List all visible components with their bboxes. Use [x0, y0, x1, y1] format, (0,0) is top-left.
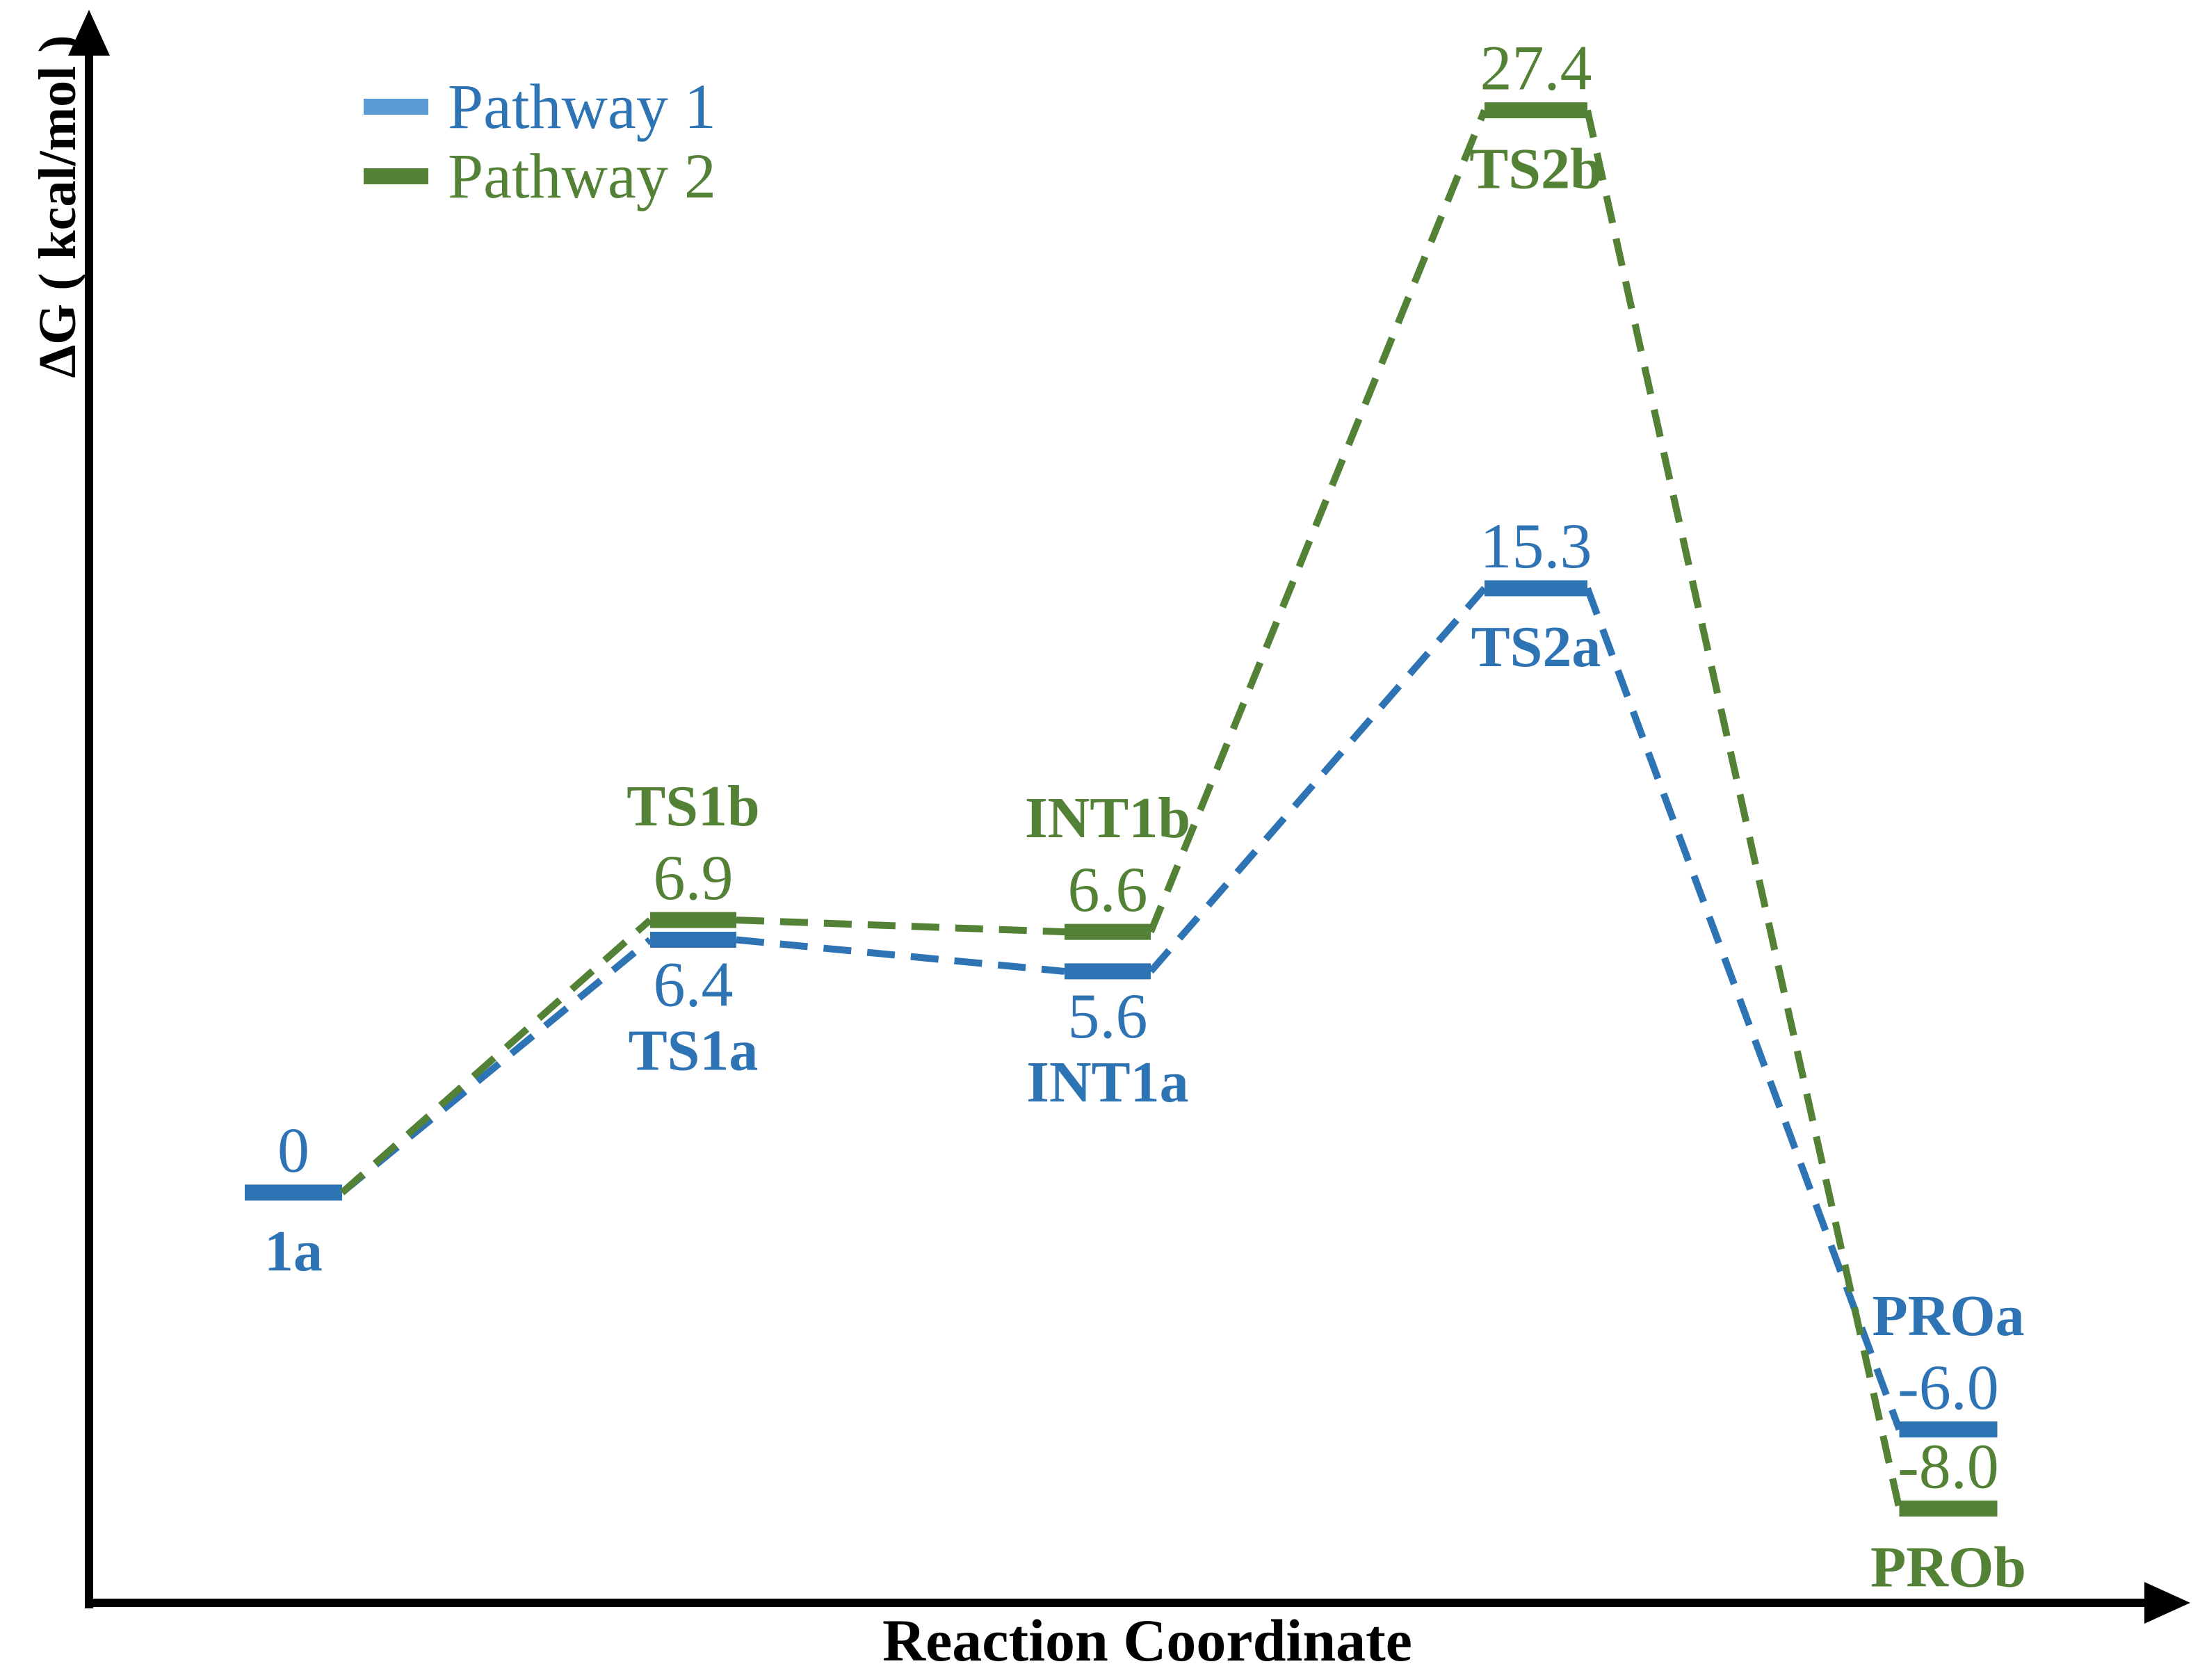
- pathway-2-connector-3: [1584, 109, 1903, 1510]
- pathway-2-connector-2: [1147, 108, 1488, 934]
- pathway2-legend-swatch-icon: [364, 168, 428, 184]
- level-1a-name: 1a: [264, 1219, 323, 1284]
- pathway1-legend-label: Pathway 1: [448, 71, 716, 142]
- pathway-1-connector-2: [1148, 585, 1487, 974]
- pathway-2-connector-0: [339, 917, 653, 1195]
- legend-item-pathway-2: Pathway 2: [364, 141, 716, 211]
- level-PROb-value: -8.0: [1898, 1430, 1999, 1501]
- y-axis-arrowhead-icon: [68, 10, 110, 56]
- level-TS1b-name: TS1b: [626, 774, 759, 839]
- pathway-1-connector-3: [1584, 587, 1903, 1431]
- level-TS1a-value: 6.4: [654, 948, 734, 1019]
- level-INT1b-name: INT1b: [1025, 786, 1190, 850]
- level-INT1b-value: 6.6: [1068, 854, 1148, 925]
- pathway2-legend-label: Pathway 2: [448, 140, 716, 211]
- pathway-2-connector-1: [736, 916, 1065, 936]
- level-TS2a-value: 15.3: [1480, 510, 1592, 581]
- level-PROa-name: PROa: [1872, 1284, 2024, 1348]
- level-TS2b-value: 27.4: [1480, 33, 1592, 104]
- legend: Pathway 1 Pathway 2: [364, 72, 716, 211]
- level-PROa-value: -6.0: [1898, 1352, 1999, 1423]
- level-TS1a-name: TS1a: [629, 1018, 759, 1083]
- legend-item-pathway-1: Pathway 1: [364, 72, 716, 141]
- level-PROb-name: PROb: [1870, 1535, 2026, 1599]
- level-1a-value: 0: [277, 1115, 309, 1186]
- y-axis-label: ΔG ( kcal/mol ): [29, 35, 87, 378]
- level-INT1a-value: 5.6: [1068, 980, 1148, 1051]
- x-axis-label: Reaction Coordinate: [882, 1607, 1412, 1674]
- level-INT1a-name: INT1a: [1026, 1050, 1188, 1115]
- pathway1-legend-swatch-icon: [364, 98, 428, 115]
- level-TS2a-name: TS2a: [1471, 615, 1601, 679]
- x-axis-arrowhead-icon: [2144, 1582, 2190, 1624]
- pathway-1-connector-1: [736, 936, 1065, 975]
- level-TS1b-value: 6.9: [654, 842, 734, 913]
- level-TS2b-name: TS2b: [1469, 137, 1602, 202]
